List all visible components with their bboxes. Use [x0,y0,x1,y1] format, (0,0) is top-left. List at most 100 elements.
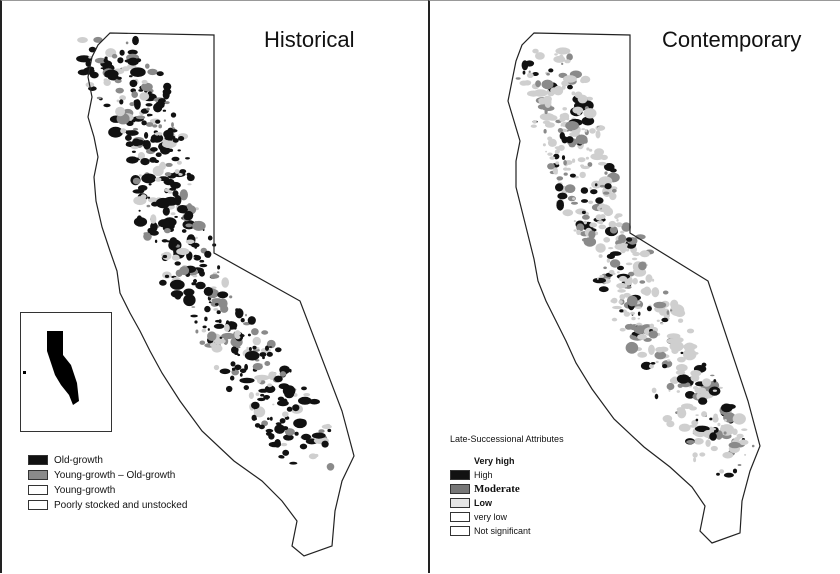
forest-patch [683,343,698,350]
forest-patch [569,173,576,178]
forest-patch [186,203,193,210]
forest-patch [561,155,566,161]
forest-patch [695,418,699,422]
forest-patch [565,121,579,131]
california-outline-historical [87,32,355,557]
locator-california-shape [47,331,79,405]
forest-patch [159,161,166,170]
forest-patch [554,53,558,56]
forest-patch [556,176,564,181]
swatch-very-low [450,511,470,522]
forest-patch [553,55,566,63]
forest-patch [235,308,239,312]
forest-patch [705,439,711,447]
forest-patch [555,47,571,55]
forest-patch [617,289,626,293]
forest-patch [264,361,271,366]
forest-patch [174,261,181,266]
forest-patch [169,279,185,290]
forest-patch [125,41,129,45]
forest-patch [164,274,170,278]
forest-patch [590,189,598,195]
forest-patch [146,204,151,208]
legend-label-young-old-growth: Young-growth – Old-growth [54,469,176,481]
historical-panel: Historical Old-growth Young-growth – Old… [0,0,428,573]
forest-patch [667,317,670,320]
forest-patch [155,197,171,209]
swatch-young-growth [28,485,48,495]
forest-patch [583,108,597,119]
locator-inset-map [23,331,79,405]
forest-patch [619,327,626,332]
forest-patch [213,364,220,371]
forest-patch [623,311,631,317]
forest-patch [597,126,600,130]
forest-patch [562,75,577,83]
forest-patch [581,116,595,126]
forest-patch [146,107,150,111]
forest-patch [279,418,286,424]
forest-patch [209,274,220,279]
forest-patch [606,258,611,263]
contemporary-map [507,32,761,544]
forest-patch [603,237,611,243]
forest-patch [262,356,265,360]
forest-patch [641,352,644,356]
forest-patch [185,223,193,228]
forest-patch [598,204,602,209]
forest-patch [625,262,633,266]
forest-patch [132,127,139,131]
forest-patch [164,188,171,193]
forest-patch [245,313,247,317]
forest-patch [588,148,593,152]
forest-patch [543,95,552,103]
forest-patch [603,207,614,217]
forest-patch [615,213,623,218]
forest-patch [709,432,717,441]
forest-patch [126,156,139,164]
forest-patch [156,101,163,110]
forest-patch [680,351,684,355]
forest-patch [710,374,715,377]
forest-patch [263,395,270,400]
forest-patch [572,158,576,163]
forest-patch [519,80,529,86]
forest-patch [576,110,581,116]
forest-patch [138,209,141,212]
forest-patch [744,453,747,456]
forest-patch [594,183,598,187]
forest-patch [586,147,590,151]
forest-patch [661,317,669,323]
forest-patch [217,265,221,270]
forest-patch [195,281,206,290]
forest-patch [301,386,307,391]
forest-patch [195,236,198,239]
forest-patch [682,348,697,361]
forest-patch [141,120,147,126]
contemporary-forest-patches [515,47,755,478]
forest-patch [611,188,617,193]
forest-patch [294,431,299,436]
forest-patch [604,183,612,190]
forest-patch [137,152,145,160]
forest-patch [666,382,675,391]
forest-patch [603,266,607,270]
forest-patch [532,72,539,76]
forest-patch [162,109,167,112]
forest-patch [279,371,287,377]
forest-patch [103,58,109,63]
forest-patch [653,301,667,309]
forest-patch [648,344,655,355]
swatch-old-growth [28,455,48,465]
forest-patch [549,156,556,160]
forest-patch [125,134,132,141]
forest-patch [723,472,734,478]
forest-patch [559,132,565,140]
forest-patch [171,122,174,128]
forest-patch [630,311,636,315]
forest-patch [685,391,695,399]
forest-patch [541,79,554,90]
forest-patch [568,143,576,148]
forest-patch [219,336,223,339]
forest-patch [135,58,142,63]
